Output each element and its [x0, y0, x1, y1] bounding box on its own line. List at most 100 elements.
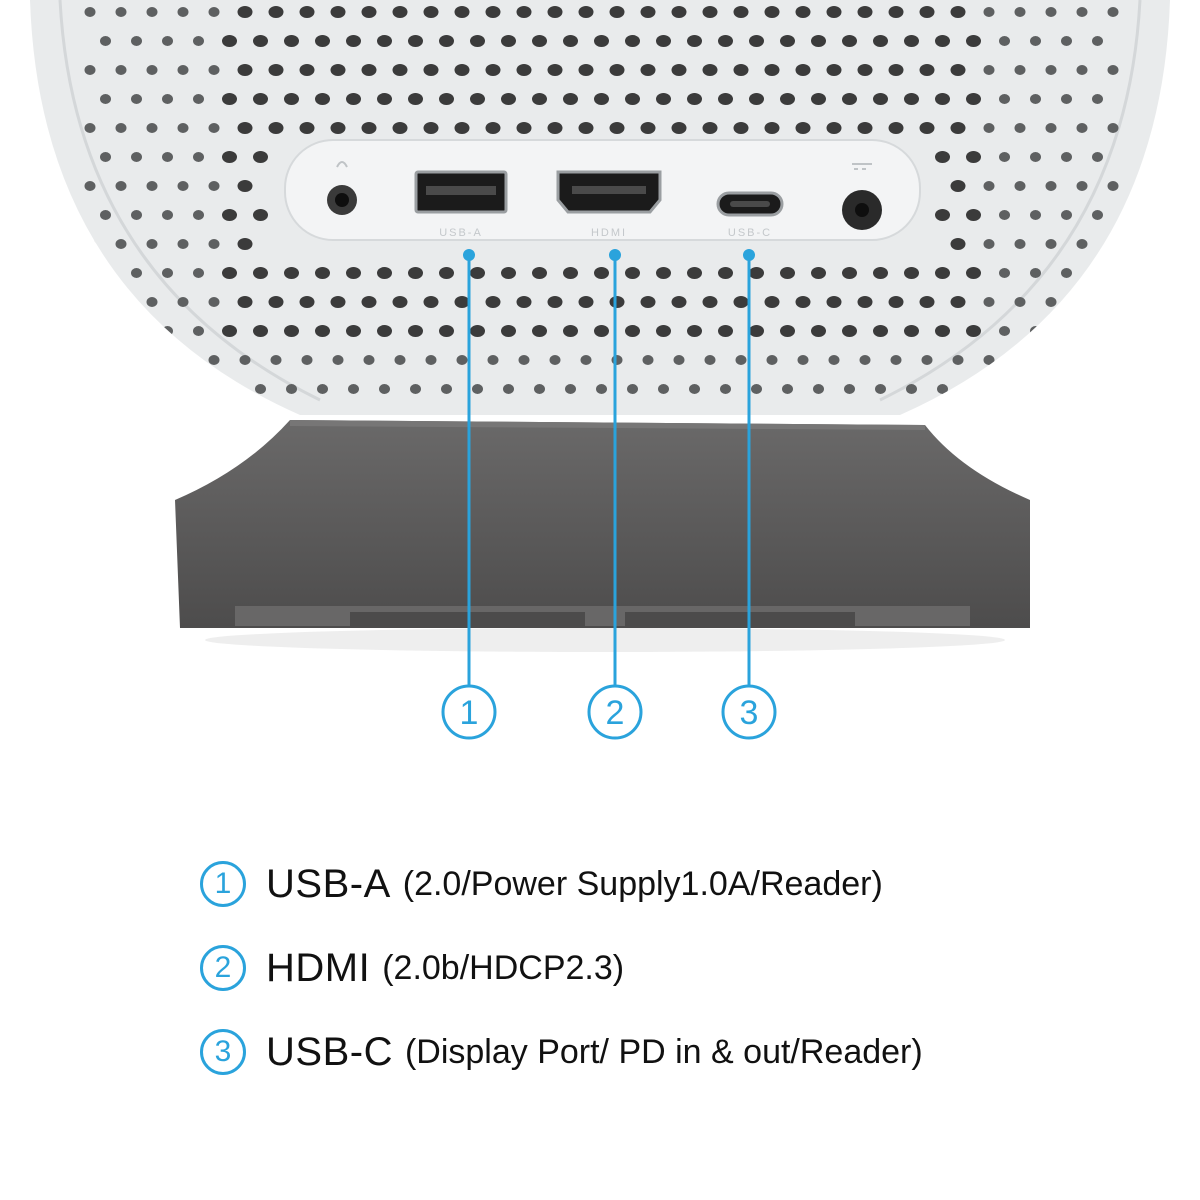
vent-hole — [718, 35, 733, 47]
vent-hole — [702, 64, 718, 76]
vent-hole — [1014, 123, 1026, 133]
vent-hole — [1107, 181, 1119, 191]
vent-hole — [377, 267, 392, 279]
vent-hole — [950, 122, 966, 134]
legend-row-usb-c: 3 USB-C (Display Port/ PD in & out/Reade… — [200, 1010, 1160, 1094]
vent-hole — [222, 325, 237, 337]
vent-hole — [640, 122, 656, 134]
vent-hole — [100, 152, 111, 162]
vent-hole — [1107, 297, 1119, 307]
vent-hole — [193, 210, 204, 220]
vent-hole — [625, 325, 640, 337]
vent-hole — [330, 122, 346, 134]
vent-hole — [888, 64, 904, 76]
vent-hole — [580, 355, 592, 365]
vent-hole — [656, 267, 671, 279]
vent-hole — [208, 65, 220, 75]
vent-hole — [1092, 268, 1103, 278]
vent-hole — [131, 152, 142, 162]
vent-hole — [115, 7, 127, 17]
vent-hole — [84, 239, 96, 249]
vent-hole — [454, 6, 470, 18]
vent-hole — [919, 6, 935, 18]
vent-hole — [330, 6, 346, 18]
vent-hole — [332, 355, 344, 365]
vent-hole — [146, 239, 158, 249]
vent-hole — [609, 296, 625, 308]
vent-hole — [656, 93, 671, 105]
vent-hole — [162, 152, 173, 162]
vent-hole — [594, 267, 609, 279]
vent-hole — [1061, 268, 1072, 278]
vent-hole — [237, 296, 253, 308]
vent-hole — [609, 64, 625, 76]
vent-hole — [299, 122, 315, 134]
vent-hole — [999, 326, 1010, 336]
vent-hole — [423, 296, 439, 308]
vent-hole — [547, 296, 563, 308]
vent-hole — [177, 355, 189, 365]
vent-hole — [348, 384, 359, 394]
vent-hole — [1107, 123, 1119, 133]
vent-hole — [501, 267, 516, 279]
vent-hole — [379, 384, 390, 394]
vent-hole — [253, 267, 268, 279]
vent-hole — [640, 6, 656, 18]
vent-hole — [611, 355, 623, 365]
vent-hole — [131, 384, 142, 394]
vent-hole — [100, 326, 111, 336]
callout-marker-2 — [587, 684, 643, 740]
vent-hole — [764, 122, 780, 134]
vent-hole — [454, 64, 470, 76]
vent-hole — [1045, 297, 1057, 307]
vent-hole — [702, 122, 718, 134]
vent-hole — [100, 384, 111, 394]
vent-hole — [563, 325, 578, 337]
vent-hole — [501, 93, 516, 105]
vent-hole — [640, 64, 656, 76]
legend-port-name-3: USB-C — [266, 1029, 393, 1074]
vent-hole — [565, 384, 576, 394]
vent-hole — [904, 267, 919, 279]
vent-hole — [563, 267, 578, 279]
vent-hole — [456, 355, 468, 365]
vent-hole — [193, 384, 204, 394]
vent-hole — [547, 64, 563, 76]
legend-number-1: 1 — [200, 861, 246, 907]
vent-hole — [485, 6, 501, 18]
vent-hole — [578, 64, 594, 76]
vent-hole — [658, 384, 669, 394]
vent-hole — [1076, 239, 1088, 249]
vent-hole — [208, 297, 220, 307]
vent-hole — [532, 93, 547, 105]
legend-number-2: 2 — [200, 945, 246, 991]
callout-marker-number-1: 1 — [460, 694, 479, 732]
vent-hole — [363, 355, 375, 365]
vent-hole — [1076, 355, 1088, 365]
vent-hole — [999, 36, 1010, 46]
vent-hole — [532, 35, 547, 47]
vent-hole — [377, 93, 392, 105]
vent-hole — [1030, 152, 1041, 162]
vent-hole — [299, 64, 315, 76]
vent-hole — [84, 181, 96, 191]
vent-hole — [1045, 355, 1057, 365]
vent-hole — [346, 267, 361, 279]
vent-hole — [1030, 326, 1041, 336]
vent-hole — [671, 122, 687, 134]
vent-hole — [392, 122, 408, 134]
vent-hole — [594, 35, 609, 47]
vent-hole — [999, 210, 1010, 220]
vent-hole — [346, 93, 361, 105]
vent-hole — [656, 325, 671, 337]
vent-hole — [625, 35, 640, 47]
legend-number-3: 3 — [200, 1029, 246, 1075]
vent-hole — [193, 326, 204, 336]
vent-hole — [1061, 152, 1072, 162]
vent-hole — [361, 122, 377, 134]
vent-hole — [578, 6, 594, 18]
vent-hole — [1030, 36, 1041, 46]
vent-hole — [1030, 384, 1041, 394]
vent-hole — [857, 296, 873, 308]
vent-hole — [146, 297, 158, 307]
